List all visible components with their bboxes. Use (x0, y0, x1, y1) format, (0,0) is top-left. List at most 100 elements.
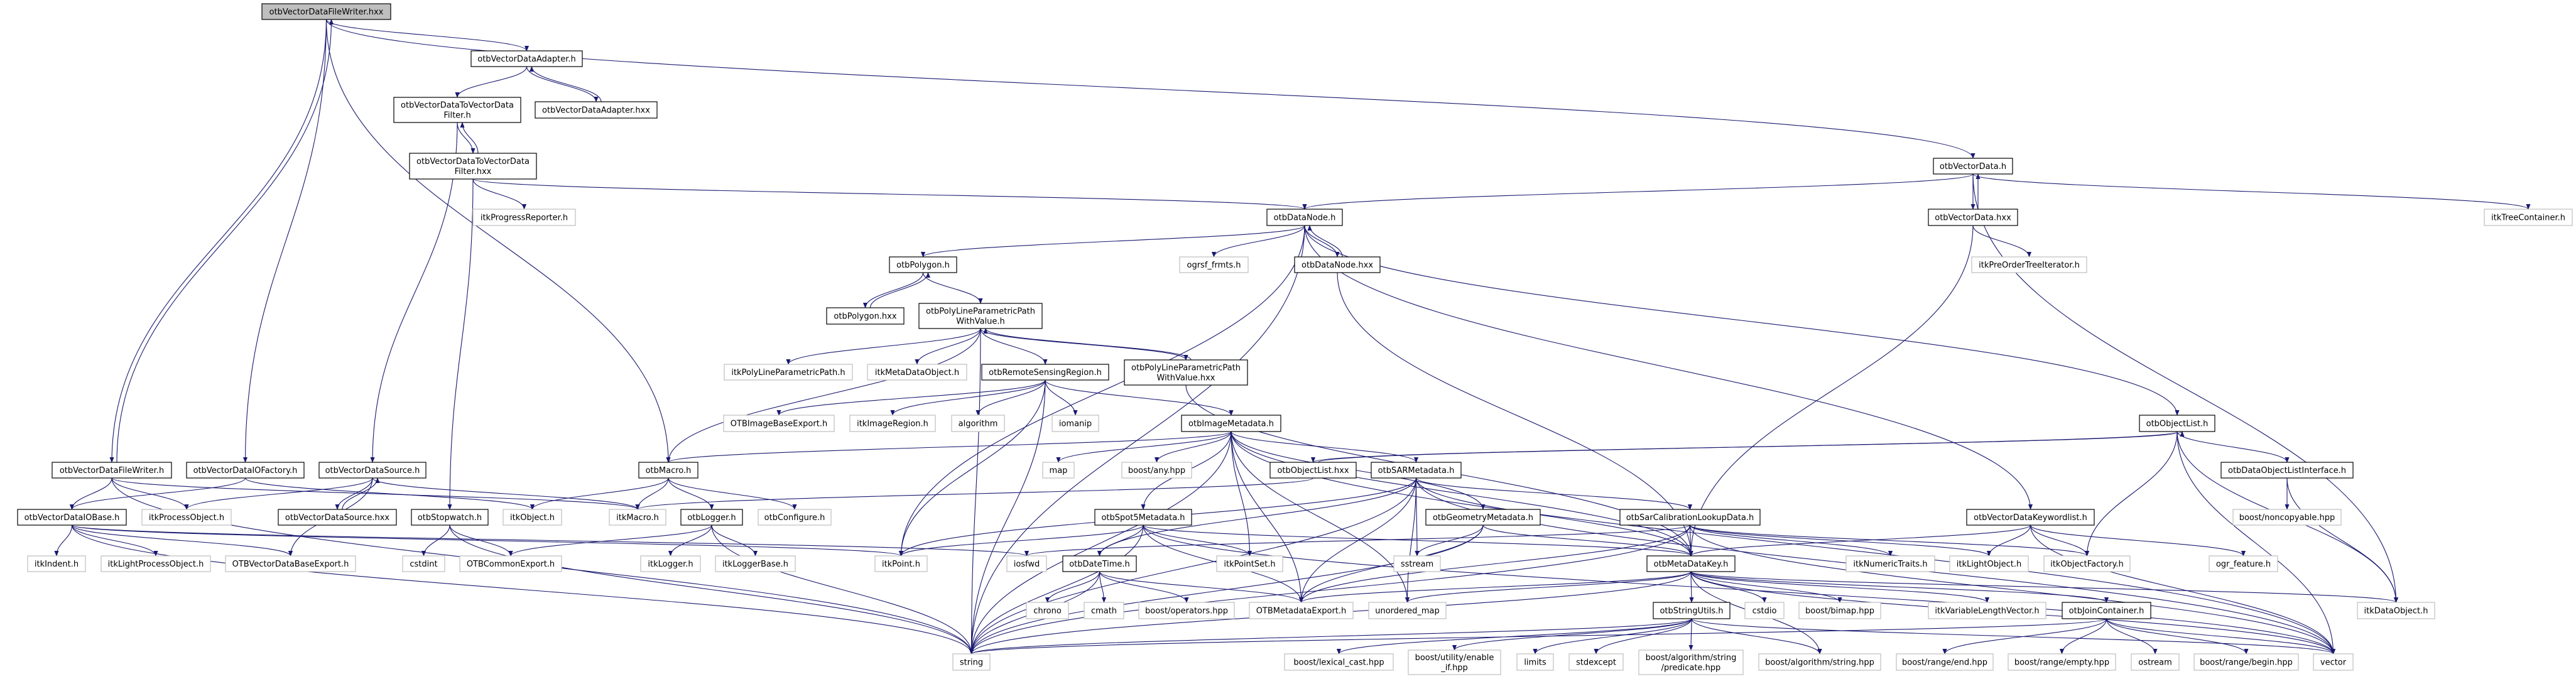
node-box (1138, 602, 1235, 619)
node-box (2139, 415, 2215, 432)
dependency-edge-otbremotesensingregion-h-to-iomanip (1045, 379, 1078, 416)
graph-node-otbvectordataiofactory-h[interactable]: otbVectorDataIOFactory.h (186, 462, 305, 479)
dependency-edge-otbvectordataiobase-h-to-itklightprocessobject-h (71, 524, 158, 557)
graph-node-otbimagebaseexport-h: OTBImageBaseExport.h (723, 415, 835, 432)
graph-node-boost-noncopyable-hpp: boost/noncopyable.hpp (2232, 509, 2342, 526)
graph-node-otbvectordataadapter-hxx[interactable]: otbVectorDataAdapter.hxx (535, 101, 658, 119)
dependency-edge-otbsarcalibrationlookupdata-h-to-itkobjectfactory-h (1689, 524, 2089, 557)
node-label: itkObject.h (510, 513, 555, 523)
node-box (680, 509, 743, 526)
dependency-edge-otbdatetime-h-to-otbmetadataexport-h (1099, 571, 1303, 603)
node-box (2062, 602, 2151, 619)
dependency-edge-otbimagemetadata-h-to-otbsarmetadata-h (1231, 431, 1418, 463)
dependency-edge-otbobjectlist-h-to-itkobjectfactory-h (2084, 431, 2178, 557)
dependency-edge-otblogger-h-to-otbcommonexport-h (508, 524, 712, 557)
dependency-edge-otbvectordataiofactory-h-to-otbvectordataiobase-h (69, 477, 246, 510)
node-box (640, 555, 701, 572)
node-label: itkPreOrderTreeIterator.h (1979, 261, 2080, 270)
graph-node-otbvectordatafilewriter-h[interactable]: otbVectorDataFileWriter.h (52, 462, 172, 479)
graph-node-otbvectordatasource-h[interactable]: otbVectorDataSource.h (318, 462, 427, 479)
dependency-edge-otbdatanode-h-to-otbdatanode-hxx (1304, 225, 1340, 258)
node-box (472, 209, 576, 226)
dependency-edge-otbvectordatakeywordlist-h-to-ogr-feature-h (2030, 524, 2246, 557)
dependency-edge-otblogger-h-to-itklogger-h (668, 524, 712, 557)
graph-node-otbimagemetadata-h[interactable]: otbImageMetadata.h (1181, 415, 1281, 432)
graph-node-otbvectordataadapter-h[interactable]: otbVectorDataAdapter.h (470, 50, 583, 67)
graph-node-otbsarmetadata-h[interactable]: otbSARMetadata.h (1371, 462, 1462, 479)
graph-node-otbgeometrymetadata-h[interactable]: otbGeometryMetadata.h (1425, 509, 1541, 526)
graph-node-otbvectordata-hxx[interactable]: otbVectorData.hxx (1928, 209, 2018, 226)
dependency-edge-otbmetadatakey-h-to-itkvariablelengthvector-h (1690, 571, 1989, 603)
graph-node-otbvectordatakeywordlist-h[interactable]: otbVectorDataKeywordlist.h (1966, 509, 2095, 526)
node-box (1094, 509, 1192, 526)
graph-node-otblogger-h[interactable]: otbLogger.h (680, 509, 743, 526)
graph-node-otbstringutils-h[interactable]: otbStringUtils.h (1653, 602, 1731, 619)
node-label: iomanip (1059, 420, 1092, 429)
dependency-edge-otbremotesensingregion-h-to-itkpoint-h (898, 379, 1046, 557)
node-box (826, 307, 905, 325)
node-label: ostream (2138, 658, 2172, 668)
dependency-edge-otbimagemetadata-h-to-otbgeometrymetadata-h (1231, 431, 1486, 510)
graph-node-otbmetadatakey-h[interactable]: otbMetaDataKey.h (1646, 555, 1736, 572)
graph-node-otbdatanode-hxx[interactable]: otbDataNode.hxx (1294, 256, 1381, 273)
graph-node-boost-operators-hpp: boost/operators.hpp (1138, 602, 1235, 619)
node-label: boost/bimap.hpp (1805, 607, 1874, 616)
node-label: otbVectorDataIOBase.h (24, 513, 120, 523)
node-label: stdexcept (1576, 658, 1616, 668)
node-box (318, 462, 427, 479)
graph-node-otbvectordatasource-hxx[interactable]: otbVectorDataSource.hxx (278, 509, 397, 526)
node-box (393, 97, 521, 123)
graph-node-otbstopwatch-h[interactable]: otbStopwatch.h (411, 509, 489, 526)
graph-node-ogr-feature-h: ogr_feature.h (2209, 555, 2278, 572)
graph-node-otbspot5metadata-h[interactable]: otbSpot5Metadata.h (1094, 509, 1192, 526)
dependency-edge-otbspot5metadata-h-to-otbmetadatakey-h (1143, 524, 1693, 557)
graph-node-boost-bimap-hpp: boost/bimap.hpp (1798, 602, 1881, 619)
graph-node-otbsarcalibrationlookupdata-h[interactable]: otbSarCalibrationLookupData.h (1619, 509, 1761, 526)
node-box (1845, 555, 1935, 572)
dependency-edge-otbvectordata-hxx-to-itkpreordertreeiterator-h (1972, 225, 2032, 258)
node-box (459, 555, 562, 572)
graph-node-otbdatetime-h[interactable]: otbDateTime.h (1062, 555, 1137, 572)
graph-node-otbpolygon-h[interactable]: otbPolygon.h (889, 256, 957, 273)
graph-node-otbvectordataiobase-h[interactable]: otbVectorDataIOBase.h (17, 509, 127, 526)
graph-node-otbvectordata-h[interactable]: otbVectorData.h (1933, 158, 2013, 175)
graph-node-otbdatanode-h[interactable]: otbDataNode.h (1266, 209, 1343, 226)
graph-node-otbpolygon-hxx[interactable]: otbPolygon.hxx (826, 307, 905, 325)
node-label: _if.hpp (1440, 663, 1468, 673)
node-label: itkPolyLineParametricPath.h (731, 368, 845, 378)
dependency-edge-otbvectordata-h-to-otbdatanode-h (1302, 173, 1974, 210)
node-label: Filter.hxx (455, 167, 492, 177)
graph-node-otbremotesensingregion-h[interactable]: otbRemoteSensingRegion.h (981, 364, 1109, 381)
node-label: boost/algorithm/string (1646, 653, 1737, 663)
node-box (2484, 209, 2573, 226)
node-box (1408, 649, 1501, 675)
node-box (141, 509, 232, 526)
node-label: string (960, 658, 983, 668)
graph-node-otbdataobjectlistinterface-h[interactable]: otbDataObjectListInterface.h (2220, 462, 2354, 479)
graph-node-otbobjectlist-hxx[interactable]: otbObjectList.hxx (1269, 462, 1357, 479)
dependency-edge-otbvectordatatovectordatafilter-h-to-otbvectordatatovectordatafilter-hxx (457, 122, 476, 154)
node-box (261, 3, 391, 20)
graph-node-otbvectordatafilewriter-hxx[interactable]: otbVectorDataFileWriter.hxx (261, 3, 391, 20)
node-label: boost/noncopyable.hpp (2239, 513, 2335, 523)
dependency-edge-otbimagemetadata-h-to-unordered-map (1231, 431, 1410, 603)
dependency-edge-otbvectordatatovectordatafilter-hxx-to-otbdatanode-h (472, 178, 1307, 210)
dependency-edge-otbmetadatakey-h-to-otbmetadataexport-h (1299, 571, 1692, 603)
node-label: otbMetaDataKey.h (1654, 560, 1729, 569)
dependency-edge-otbvectordatafilewriter-hxx-to-otbvectordata-h (325, 19, 1975, 159)
graph-node-string: string (952, 653, 991, 671)
graph-node-otbjoincontainer-h[interactable]: otbJoinContainer.h (2062, 602, 2151, 619)
node-box (952, 653, 991, 671)
graph-node-otbobjectlist-h[interactable]: otbObjectList.h (2139, 415, 2215, 432)
node-box (2209, 555, 2278, 572)
dependency-edge-otbjoincontainer-h-to-ostream (2106, 618, 2158, 655)
graph-node-itklightprocessobject-h: itkLightProcessObject.h (101, 555, 211, 572)
node-label: itkImageRegion.h (857, 420, 928, 429)
node-label: boost/any.hpp (1128, 466, 1185, 475)
dependency-edge-otbmacro-h-to-otbconfigure-h (668, 477, 797, 510)
graph-node-otbmacro-h[interactable]: otbMacro.h (638, 462, 698, 479)
